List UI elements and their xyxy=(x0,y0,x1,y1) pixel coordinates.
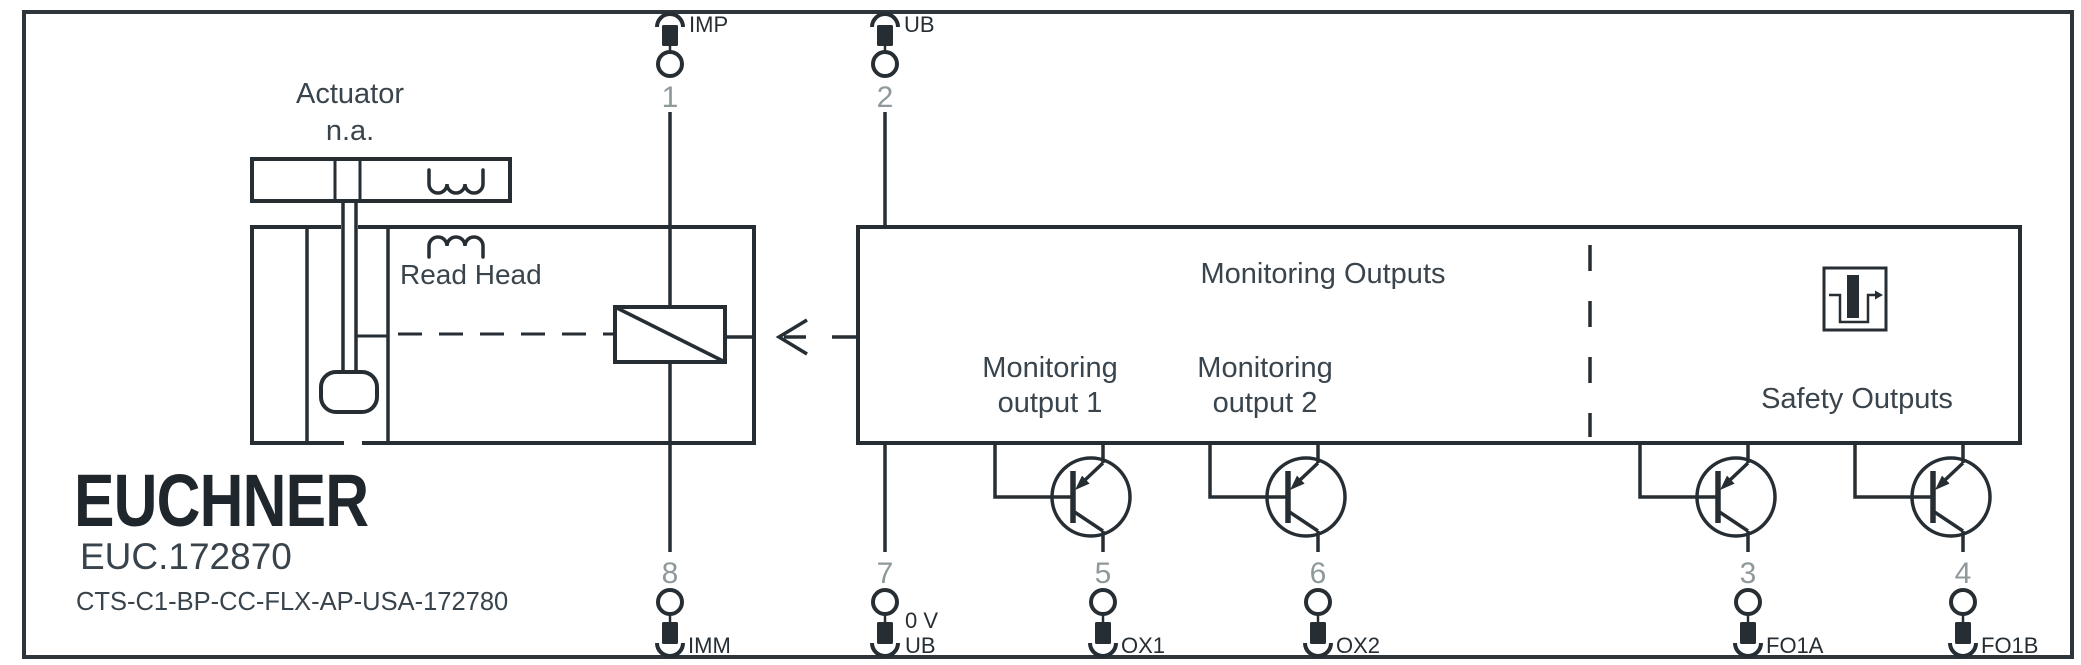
pin-connector-3 xyxy=(1733,588,1763,658)
pin-label-0v: 0 V xyxy=(905,608,939,633)
monitoring-output-2-label: Monitoring output 2 xyxy=(1165,351,1365,421)
actuator-knob xyxy=(319,370,379,414)
pin-label-fo1b: FO1B xyxy=(1981,633,2039,658)
pin-label-imp: IMP xyxy=(689,12,729,37)
pin-label-ub-bottom: UB xyxy=(905,633,936,658)
signal-arrow-icon xyxy=(775,318,857,356)
transistor-fo1b xyxy=(1855,443,1990,552)
pin-label-ub-top: UB xyxy=(904,12,935,37)
read-head-box xyxy=(250,225,756,445)
pin-number-6: 6 xyxy=(1309,557,1327,590)
pin-connector-6 xyxy=(1303,588,1333,658)
euchner-logo: EUCHNER xyxy=(74,459,369,542)
monitoring-output-1-line1: Monitoring xyxy=(982,352,1118,384)
pin-number-8: 8 xyxy=(661,557,679,590)
evaluation-box xyxy=(856,225,2022,445)
order-code: EUC.172870 xyxy=(80,536,292,577)
pin-connector-1 xyxy=(655,12,685,78)
pin-label-ox2: OX2 xyxy=(1336,633,1381,658)
pin-label-fo1a: FO1A xyxy=(1766,633,1824,658)
pin-label-ox1: OX1 xyxy=(1121,633,1166,658)
monitoring-output-2-line2: output 2 xyxy=(1212,387,1318,419)
monitoring-output-1-label: Monitoring output 1 xyxy=(950,351,1150,421)
safety-outputs-label: Safety Outputs xyxy=(1761,383,1953,415)
transistor-ox2 xyxy=(1210,443,1345,552)
read-head-label: Read Head xyxy=(400,259,542,290)
pin-number-4: 4 xyxy=(1954,557,1972,590)
pin-number-2: 2 xyxy=(876,81,894,114)
pin-connector-7 xyxy=(870,588,900,658)
pin-connector-8 xyxy=(655,588,685,658)
monitoring-output-1-line2: output 1 xyxy=(997,387,1103,419)
actuator-note-label: n.a. xyxy=(325,115,375,147)
pin-number-3: 3 xyxy=(1739,557,1757,590)
pin-connector-5 xyxy=(1088,588,1118,658)
pin-connector-4 xyxy=(1948,588,1978,658)
actuator-label: Actuator xyxy=(296,78,404,110)
model-number: CTS-C1-BP-CC-FLX-AP-USA-172780 xyxy=(76,588,509,616)
outer-frame xyxy=(22,10,2074,659)
pin-number-5: 5 xyxy=(1094,557,1112,590)
monitoring-outputs-title: Monitoring Outputs xyxy=(1200,258,1446,290)
pin-number-7: 7 xyxy=(876,557,894,590)
pin-label-imm: IMM xyxy=(688,633,731,658)
pin-number-1: 1 xyxy=(661,81,679,114)
read-head-coil-icon xyxy=(427,235,485,259)
actuator-coil-icon xyxy=(427,168,485,195)
transistor-ox1 xyxy=(995,443,1130,552)
pulse-output-icon xyxy=(1822,266,1888,332)
transistor-fo1a xyxy=(1640,443,1775,552)
monitoring-output-2-line1: Monitoring xyxy=(1197,352,1333,384)
transponder-icon xyxy=(613,305,753,364)
actuator-symbol xyxy=(250,157,512,414)
pin-connector-2 xyxy=(870,12,900,78)
